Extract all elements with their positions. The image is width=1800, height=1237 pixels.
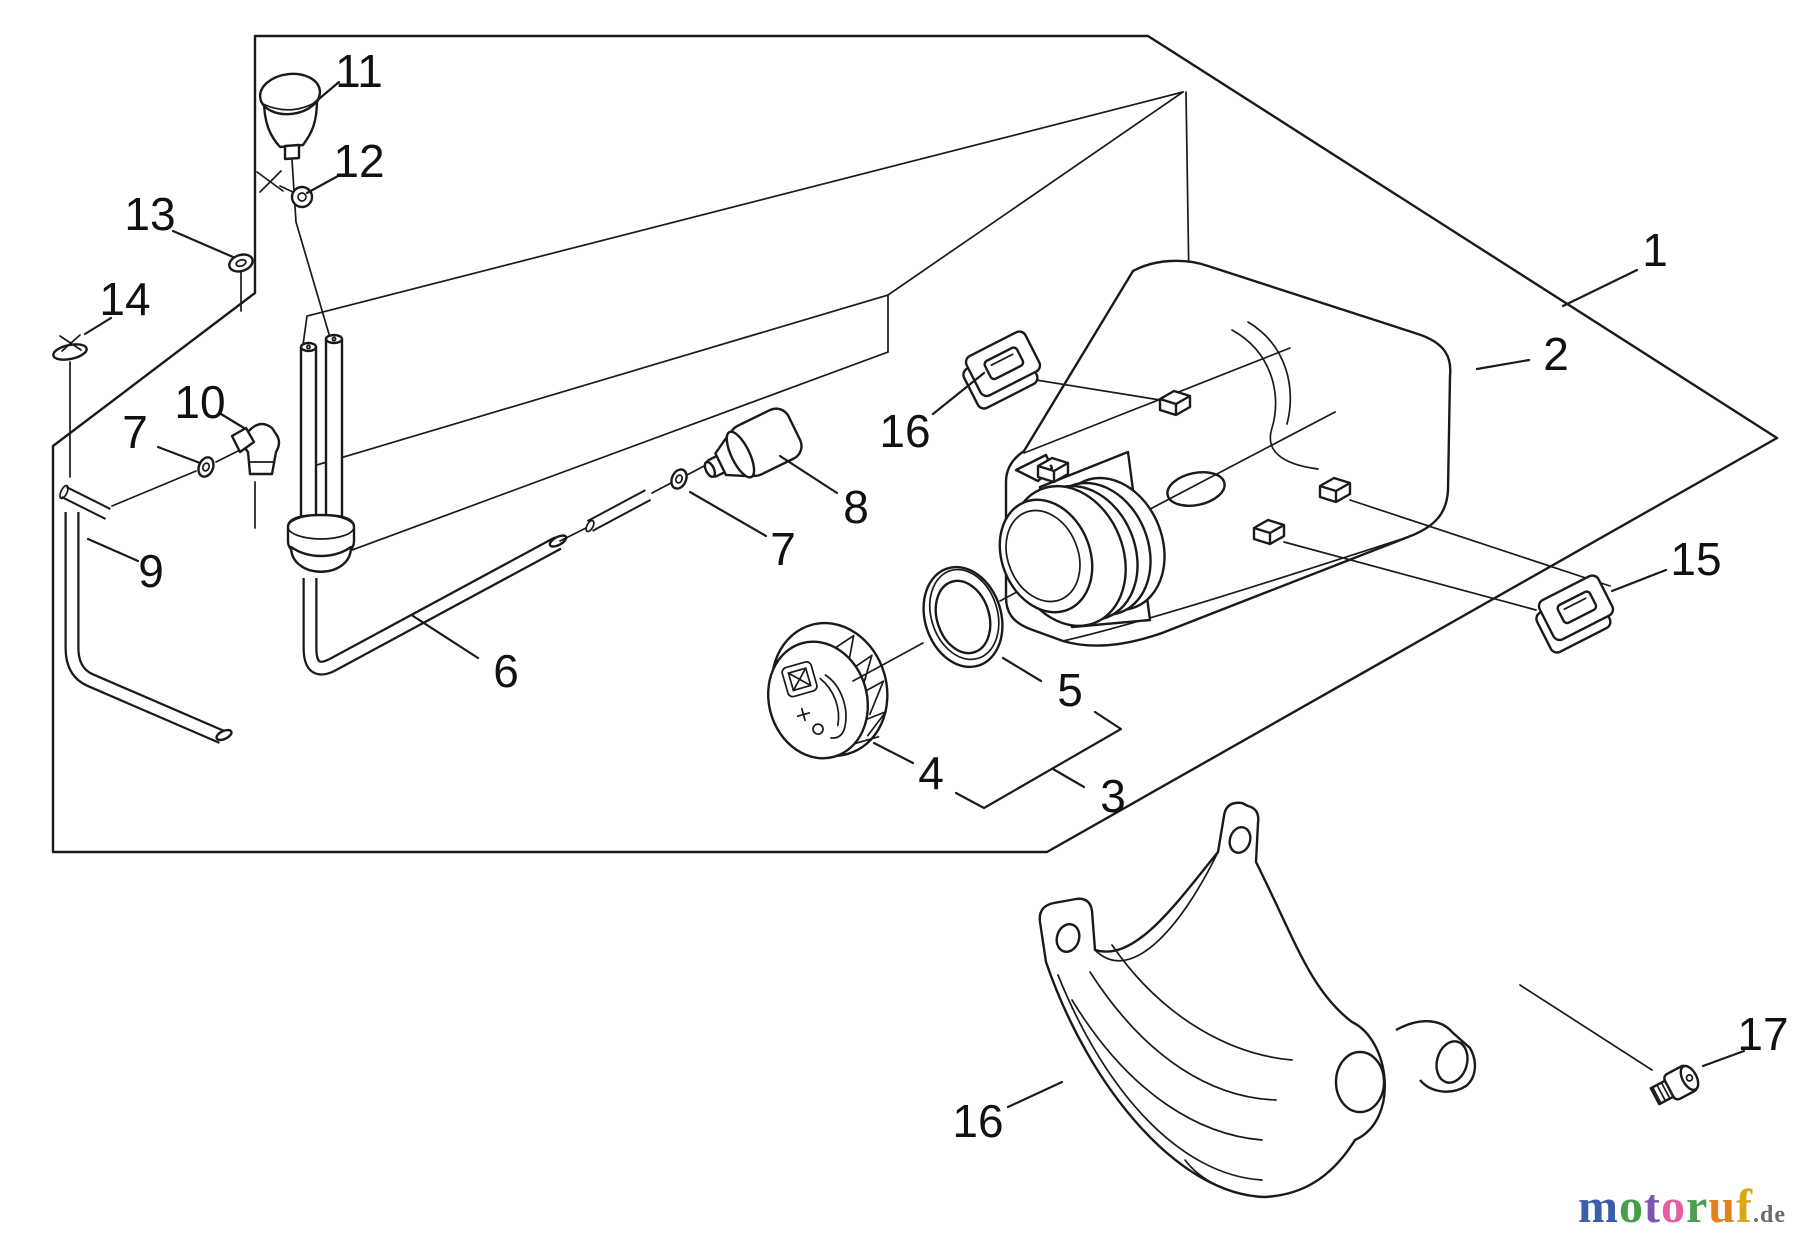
- primer-bulb-leader: [311, 80, 341, 106]
- cushion-mount-right-leader: [1610, 568, 1668, 593]
- part-label-assembly-boundary: 1: [1642, 224, 1668, 276]
- cap-assembly-leader: [1051, 767, 1086, 789]
- cushion-mount-right: [1535, 574, 1615, 654]
- fuel-tank: [852, 259, 1611, 682]
- part-label-elbow-fitting: 10: [174, 376, 225, 428]
- watermark-letter: r: [1686, 1180, 1709, 1233]
- primer-bulb: [258, 72, 332, 342]
- filter-fuel-line: [559, 464, 707, 542]
- elbow-fitting: [230, 422, 281, 529]
- part-label-cap-assembly: 3: [1100, 770, 1126, 822]
- fuel-pipe-leader: [411, 614, 480, 660]
- part-label-clamp-ring-right: 7: [770, 523, 796, 575]
- part-label-cushion-mount-right: 15: [1670, 533, 1721, 585]
- assembly-boundary-leader: [1561, 268, 1639, 308]
- return-pipe: [59, 484, 233, 744]
- part-label-fuel-cap: 4: [918, 747, 944, 799]
- watermark-letter: f: [1736, 1180, 1753, 1233]
- clamp-ring-left-leader: [156, 445, 202, 465]
- cover-screw-leader: [1701, 1049, 1746, 1068]
- part-label-fuel-pipe: 6: [493, 645, 519, 697]
- fuel-filter-leader: [778, 454, 839, 495]
- cap-gasket: [922, 565, 1004, 669]
- part-leaders: [83, 80, 1746, 1109]
- watermark-letter: t: [1644, 1180, 1661, 1233]
- watermark-letter: u: [1708, 1180, 1737, 1233]
- tank-filler-neck: [998, 450, 1166, 629]
- part-label-clamp-ring-left: 7: [122, 406, 148, 458]
- wire-clamp: [256, 170, 314, 209]
- watermark-suffix: .de: [1753, 1202, 1786, 1228]
- fuel-cap: [766, 621, 889, 760]
- tank-tabs: [1036, 389, 1352, 546]
- screw-washer: [52, 334, 88, 478]
- part-label-fuel-tank: 2: [1543, 328, 1569, 380]
- wire-clamp-leader: [305, 174, 340, 195]
- watermark-word: motoruf: [1578, 1180, 1753, 1233]
- part-label-return-pipe: 9: [138, 545, 164, 597]
- fuel-tank-leader: [1475, 358, 1531, 371]
- part-label-wire-clamp: 12: [333, 135, 384, 187]
- part-label-tank-cover: 16: [952, 1095, 1003, 1147]
- part-label-cover-screw: 17: [1737, 1008, 1788, 1060]
- fuel-cap-leader: [872, 741, 915, 765]
- part-label-grommet: 13: [124, 188, 175, 240]
- screw-washer-leader: [83, 316, 113, 336]
- left-fuel-line: [111, 449, 241, 507]
- tank-cover-leader: [1006, 1080, 1064, 1109]
- part-label-fuel-filter: 8: [843, 481, 869, 533]
- part-label-cap-gasket: 5: [1057, 664, 1083, 716]
- clamp-ring-right-leader: [688, 490, 768, 538]
- elbow-fitting-leader: [219, 412, 246, 430]
- cover-screw: [1519, 984, 1700, 1106]
- tank-cover: [1038, 801, 1477, 1199]
- watermark-letter: o: [1619, 1180, 1645, 1233]
- part-label-screw-washer: 14: [99, 273, 150, 325]
- cap-gasket-leader: [1001, 656, 1043, 683]
- cushion-mount-top: [962, 330, 1042, 410]
- grommet: [228, 253, 254, 312]
- watermark-letter: o: [1661, 1180, 1686, 1233]
- part-label-primer-bulb: 11: [335, 45, 383, 97]
- grommet-leader: [171, 229, 235, 259]
- watermark-letter: m: [1578, 1180, 1620, 1233]
- return-pipe-leader: [86, 537, 140, 563]
- part-label-cushion-mount-top: 16: [879, 405, 930, 457]
- cap-assembly-leader: [954, 710, 1123, 810]
- watermark: motoruf.de: [1578, 1183, 1786, 1231]
- cushion-mount-top-leader: [931, 371, 986, 416]
- pickup-tubes-grommet: [286, 333, 568, 676]
